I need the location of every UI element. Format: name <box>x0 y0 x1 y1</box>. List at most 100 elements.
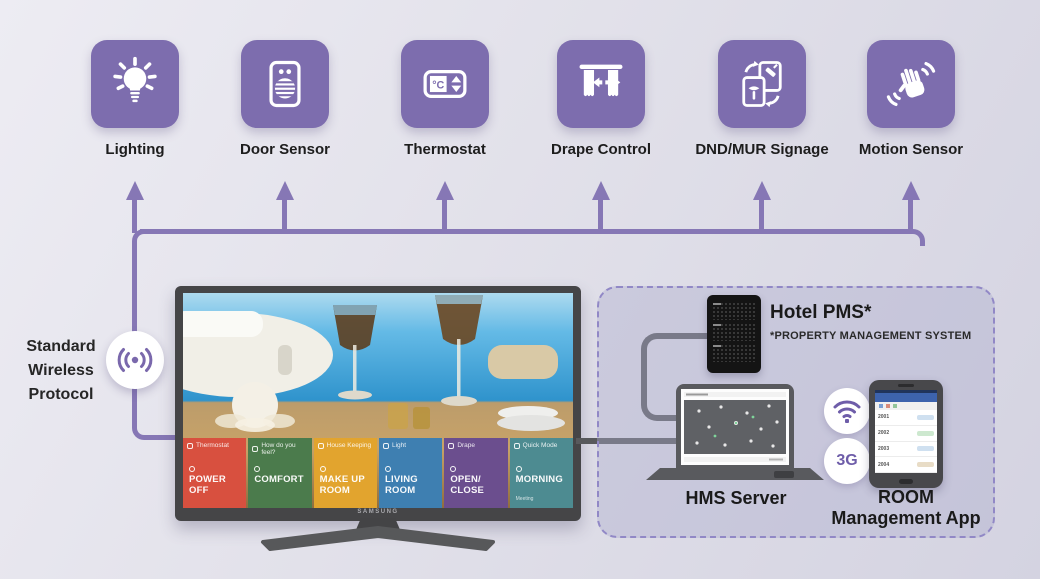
hms-laptop-screen <box>681 389 789 465</box>
room-status-chip <box>917 462 934 468</box>
broom-icon <box>317 442 324 449</box>
tile-main-label: LIVING ROOM <box>384 474 418 496</box>
thermostat-icon: °C <box>423 70 467 98</box>
device-label-door-sensor: Door Sensor <box>239 141 330 158</box>
device-label-dnd-mur: DND/MUR Signage <box>695 141 829 158</box>
tile-header-label: House Keeping <box>326 442 372 449</box>
pms-title: Hotel PMS* <box>770 302 872 323</box>
room-row: 2004 <box>875 457 937 473</box>
arrow-motion-sensor <box>908 199 913 233</box>
tv-tile-comfort[interactable]: How do you feel? COMFORT <box>248 438 312 508</box>
3g-bubble: 3G <box>824 438 870 484</box>
room-row: 2001 <box>875 410 937 426</box>
room-app-label-line2: Management App <box>831 507 981 528</box>
wireless-label-line2: Wireless <box>28 362 94 379</box>
tile-main-label: COMFORT <box>254 474 304 485</box>
hms-laptop-base <box>646 468 824 480</box>
device-label-lighting: Lighting <box>105 141 165 158</box>
dnd-mur-icon <box>742 60 782 108</box>
make-up-room-icon <box>319 466 326 472</box>
tv-tile-quick-mode[interactable]: Quick Mode MORNING Meeting <box>509 438 573 508</box>
phone-toolbar <box>875 402 937 410</box>
room-number: 2003 <box>878 445 890 452</box>
arrowhead-door-sensor <box>276 181 294 200</box>
device-tile-motion-sensor <box>867 40 955 128</box>
tile-header-label: Thermostat <box>196 442 229 449</box>
light-bulb-icon <box>113 56 157 103</box>
tv-to-hms-cable <box>576 438 684 444</box>
room-app-phone: 2001 2002 2003 2004 <box>869 380 943 488</box>
arrowhead-lighting <box>126 181 144 200</box>
device-label-thermostat: Thermostat <box>404 141 486 158</box>
device-label-drape-control: Drape Control <box>550 141 651 158</box>
samsung-logo: SAMSUNG <box>357 509 399 515</box>
server-slot <box>712 302 756 320</box>
device-tile-drape-control <box>557 40 645 128</box>
phone-speaker <box>898 384 914 387</box>
tv-tile-housekeeping[interactable]: House Keeping MAKE UP ROOM <box>313 438 377 508</box>
person-icon <box>252 446 259 452</box>
arrowhead-drape-control <box>592 181 610 200</box>
arrowhead-dnd-mur <box>753 181 771 200</box>
device-tile-dnd-mur <box>718 40 806 128</box>
device-label-motion-sensor: Motion Sensor <box>858 141 964 158</box>
tile-main-label: MAKE UP ROOM <box>319 474 365 496</box>
tv-tile-thermostat[interactable]: Thermostat POWER OFF <box>183 438 247 508</box>
pms-server <box>707 295 761 373</box>
tv-tile-row: Thermostat POWER OFF How do you feel? CO… <box>183 438 573 508</box>
toolbar-icon <box>886 404 890 408</box>
door-sensor-icon <box>269 60 301 108</box>
room-status-chip <box>917 414 934 420</box>
wireless-bus-line <box>140 229 912 234</box>
wireless-label-line3: Protocol <box>28 386 94 403</box>
comfort-icon <box>254 466 261 472</box>
room-status-chip <box>917 430 934 436</box>
room-number: 2002 <box>878 430 890 437</box>
arrow-drape-control <box>598 199 603 233</box>
arrowhead-thermostat <box>436 181 454 200</box>
tile-main-label: POWER OFF <box>189 474 226 496</box>
phone-app-header <box>875 393 937 402</box>
server-slot <box>712 344 756 362</box>
drape-control-icon <box>579 64 623 97</box>
tile-main-label: MORNING <box>515 474 563 485</box>
room-row: 2002 <box>875 426 937 442</box>
tile-header-label: Quick Mode <box>522 442 558 449</box>
motion-sensor-icon <box>886 61 936 107</box>
hms-to-pms-cable <box>641 333 709 421</box>
device-tile-thermostat: °C <box>401 40 489 128</box>
lamp-icon <box>382 442 389 449</box>
phone-home-button <box>899 479 913 484</box>
wifi-icon <box>833 400 861 423</box>
tv-tile-light[interactable]: Light LIVING ROOM <box>378 438 443 508</box>
hms-dashboard <box>684 392 786 462</box>
open-close-icon <box>450 466 457 472</box>
grid-icon <box>513 442 520 449</box>
morning-icon <box>515 466 522 472</box>
wifi-bubble <box>824 388 870 434</box>
room-number: 2004 <box>878 461 890 468</box>
broadcast-icon <box>117 348 153 372</box>
pms-subtitle: *PROPERTY MANAGEMENT SYSTEM <box>770 330 972 342</box>
room-app-label: ROOM Management App <box>822 487 990 528</box>
tile-header-label: Light <box>391 442 407 449</box>
power-icon <box>189 466 195 472</box>
room-status-chip <box>917 446 934 452</box>
room-app-label-line1: ROOM <box>878 487 934 507</box>
bus-right-corner <box>903 229 925 246</box>
arrow-lighting <box>132 199 137 233</box>
hms-server-label: HMS Server <box>685 488 787 508</box>
hms-laptop <box>676 384 794 470</box>
tile-main-label: OPEN/ CLOSE <box>450 474 485 496</box>
thermometer-icon <box>187 442 193 449</box>
arrowhead-motion-sensor <box>902 181 920 200</box>
tv-scene-image <box>183 295 565 432</box>
wireless-label-line1: Standard <box>26 338 96 355</box>
server-slot <box>712 323 756 341</box>
tv-tile-drape[interactable]: Drape OPEN/ CLOSE <box>444 438 508 508</box>
tv-stand <box>261 518 495 551</box>
device-tile-lighting <box>91 40 179 128</box>
arrow-thermostat <box>442 199 447 233</box>
toolbar-icon <box>893 404 897 408</box>
